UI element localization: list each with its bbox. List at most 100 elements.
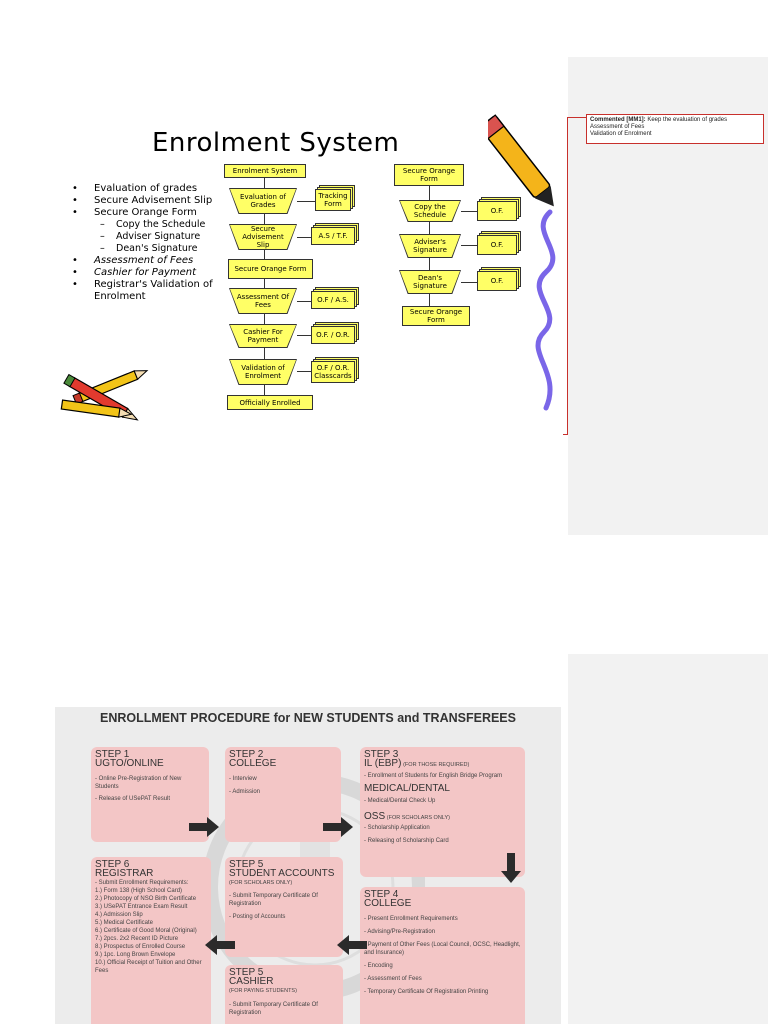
flow-connector xyxy=(297,335,311,336)
slide2-title: ENROLLMENT PROCEDURE for NEW STUDENTS an… xyxy=(100,711,516,725)
flow-connector xyxy=(297,301,311,302)
step-item: 1.) Form 138 (High School Card) xyxy=(95,888,183,894)
step-number: STEP 4 xyxy=(364,889,399,900)
step-heading: COLLEGE xyxy=(364,898,412,909)
step-item: - Interview xyxy=(229,776,257,782)
bullet-subitem: Adviser Signature xyxy=(72,231,224,243)
step-3-card: STEP 3 IL (EBP) (FOR THOSE REQUIRED) - E… xyxy=(360,747,525,877)
flow-doc-as-tf: A.S / T.F. xyxy=(311,227,355,245)
bullet-item: Secure Advisement Slip xyxy=(72,195,214,207)
bullet-subitem: Copy the Schedule xyxy=(72,219,224,231)
step-6-card: STEP 6 REGISTRAR - Submit Enrollment Req… xyxy=(91,857,211,1024)
flow-connector xyxy=(297,237,311,238)
step-heading: CASHIER xyxy=(229,976,274,987)
bullet-item: Registrar's Validation of Enrolment xyxy=(72,279,224,303)
flow-doc-of-or-classcards: O.F / O.R. Classcards xyxy=(311,361,355,383)
bullet-subitem: Dean's Signature xyxy=(72,243,224,255)
flow-right-start-orange-form: Secure Orange Form xyxy=(394,164,464,186)
arrow-down-icon xyxy=(501,853,521,883)
flow-step-advisement: Secure Advisement Slip xyxy=(229,224,297,250)
flow-right-doc-of: O.F. xyxy=(477,201,517,221)
arrow-left-icon xyxy=(205,935,235,955)
flow-step-evaluation: Evaluation of Grades xyxy=(229,188,297,214)
bullet-item: Secure Orange Form xyxy=(72,207,224,219)
step-item: - Posting of Accounts xyxy=(229,914,286,920)
step-item: - Release of USePAT Result xyxy=(95,796,171,802)
step-item: 6.) Certificate of Good Moral (Original) xyxy=(95,928,197,934)
flow-doc-of-as: O.F / A.S. xyxy=(311,291,355,309)
step-note: (FOR PAYING STUDENTS) xyxy=(229,988,297,994)
step-number: STEP 6 xyxy=(95,859,130,870)
flow-end-officially-enrolled: Officially Enrolled xyxy=(227,395,313,410)
flow-step-label: Assessment Of Fees xyxy=(230,289,296,313)
arrow-left-icon xyxy=(337,935,367,955)
step-item: - Medical/Dental Check Up xyxy=(364,798,436,804)
step-item: - Submit Temporary Certificate Of Regist… xyxy=(229,893,318,907)
step-heading: IL (EBP) xyxy=(364,758,402,769)
step-4-card: STEP 4 COLLEGE - Present Enrollment Requ… xyxy=(360,887,525,1024)
step-item: - Online Pre-Registration of New Student… xyxy=(95,776,182,790)
comment-balloon[interactable]: Commented [MM1]: Keep the evaluation of … xyxy=(586,114,764,144)
flow-step-label: Evaluation of Grades xyxy=(230,189,296,213)
flow-step-label: Secure Advisement Slip xyxy=(230,225,296,249)
step-number: STEP 3 xyxy=(364,749,399,760)
flow-right-end-orange-form: Secure Orange Form xyxy=(402,306,470,326)
bullet-item: Evaluation of grades xyxy=(72,183,224,195)
step-heading: UGTO/ONLINE xyxy=(95,758,164,769)
flow-right-adviser-signature: Adviser's Signature xyxy=(399,234,461,258)
flow-step-cashier: Cashier For Payment xyxy=(229,324,297,348)
step-item: 10.) Official Receipt of Tuition and Oth… xyxy=(95,960,202,974)
flow-step-label: Cashier For Payment xyxy=(230,325,296,347)
flow-connector xyxy=(297,201,315,202)
step-number: STEP 5 xyxy=(229,859,264,870)
step-2-card: STEP 2 COLLEGE - Interview - Admission xyxy=(225,747,341,842)
step-item: - Admission xyxy=(229,789,261,795)
step-item: - Advising/Pre-Registration xyxy=(364,929,436,935)
flow-connector xyxy=(461,245,477,246)
step-number: STEP 2 xyxy=(229,749,264,760)
step-number: STEP 1 xyxy=(95,749,130,760)
flow-step-label: Copy the Schedule xyxy=(400,201,460,221)
flow-step-label: Validation of Enrolment xyxy=(230,360,296,384)
step-5-student-accounts-card: STEP 5 STUDENT ACCOUNTS (FOR SCHOLARS ON… xyxy=(225,857,343,957)
flow-step-label: Dean's Signature xyxy=(400,271,460,293)
step-subheading: OSS xyxy=(364,811,386,822)
flow-arrow xyxy=(429,258,430,270)
step-heading: STUDENT ACCOUNTS xyxy=(229,868,335,879)
comment-connector-horizontal xyxy=(567,117,586,118)
pen-clipart-icon xyxy=(488,114,556,411)
pencils-clipart-icon xyxy=(60,370,149,421)
flow-arrow xyxy=(429,186,430,200)
step-subheading: MEDICAL/DENTAL xyxy=(364,783,450,794)
step-item: 5.) Medical Certificate xyxy=(95,920,154,926)
step-item: - Encoding xyxy=(364,963,393,969)
step-item: 2.) Photocopy of NSO Birth Certificate xyxy=(95,896,197,902)
flow-arrow xyxy=(264,279,265,288)
step-item: - Submit Temporary Certificate Of Regist… xyxy=(229,1002,318,1016)
flow-connector xyxy=(297,371,311,372)
step-item: - Present Enrollment Requirements xyxy=(364,916,458,922)
flow-right-dean-signature: Dean's Signature xyxy=(399,270,461,294)
comment-line-3: Validation of Enrolment xyxy=(590,131,652,137)
comment-anchor-bottom xyxy=(563,434,568,435)
flow-arrow xyxy=(264,178,265,188)
slide1-bullet-list: Evaluation of grades Secure Advisement S… xyxy=(72,183,224,303)
flow-right-doc-of: O.F. xyxy=(477,271,517,291)
flow-right-copy-schedule: Copy the Schedule xyxy=(399,200,461,222)
flow-step-label: Adviser's Signature xyxy=(400,235,460,257)
step-note: (FOR SCHOLARS ONLY) xyxy=(386,815,450,821)
arrow-right-icon xyxy=(189,817,219,837)
flow-step-assessment: Assessment Of Fees xyxy=(229,288,297,314)
flow-arrow xyxy=(429,222,430,234)
step-heading: REGISTRAR xyxy=(95,868,154,879)
flow-connector xyxy=(461,211,477,212)
flow-step-validation: Validation of Enrolment xyxy=(229,359,297,385)
step-item: - Enrollment of Students for English Bri… xyxy=(364,773,503,779)
comment-line-2: Assessment of Fees xyxy=(590,124,645,130)
step-item: 8.) Prospectus of Enrolled Course xyxy=(95,944,186,950)
flow-arrow xyxy=(264,314,265,324)
flow-arrow xyxy=(264,348,265,359)
step-item: - Assessment of Fees xyxy=(364,976,422,982)
step-item: - Releasing of Scholarship Card xyxy=(364,838,449,844)
slide1-title: Enrolment System xyxy=(152,128,400,158)
